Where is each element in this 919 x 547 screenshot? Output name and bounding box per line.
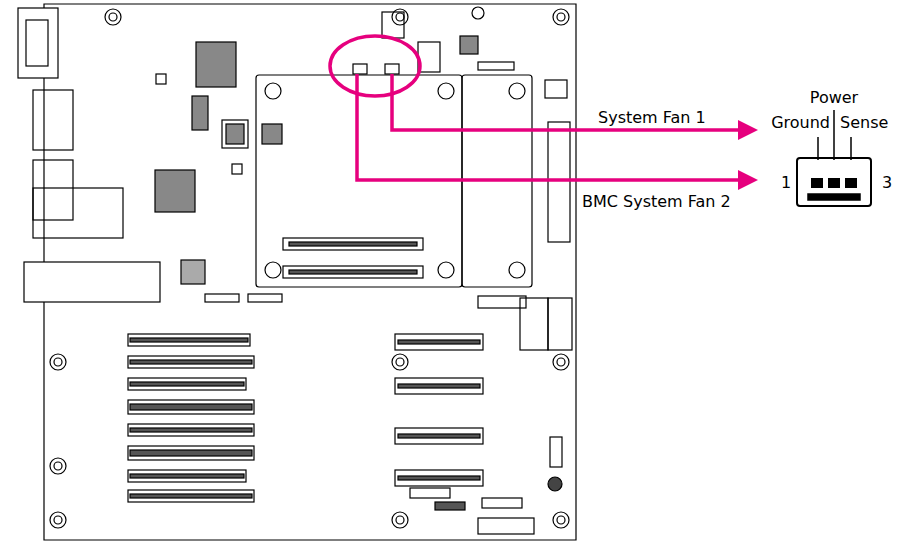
callout-label: System Fan 1 <box>598 108 706 127</box>
callout-label: BMC System Fan 2 <box>582 192 731 211</box>
pin-number: 1 <box>781 173 791 192</box>
pin-name: Power <box>810 88 858 107</box>
pin-name: Sense <box>840 113 888 132</box>
pin-name: Ground <box>771 113 830 132</box>
pin-number: 3 <box>882 173 892 192</box>
